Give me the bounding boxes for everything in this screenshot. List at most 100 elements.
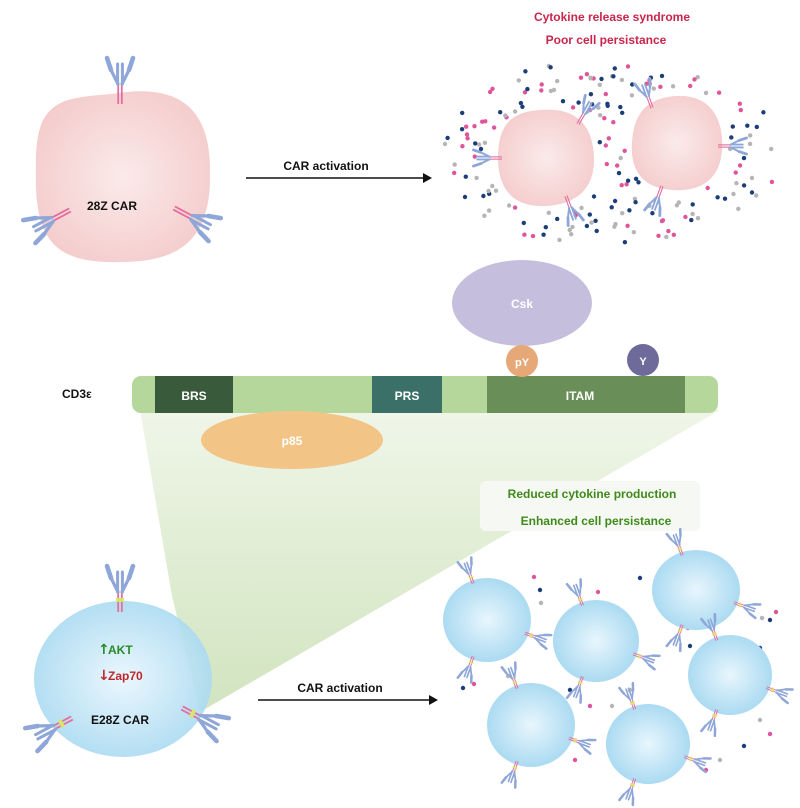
car-receptor-right bbox=[172, 205, 224, 244]
outcome-crs: Cytokine release syndrome bbox=[534, 10, 690, 24]
cytokine-dot bbox=[609, 205, 614, 210]
cytokine-dot bbox=[747, 141, 753, 147]
cytokine-dot bbox=[584, 72, 590, 77]
outcome-reduced-cytokine: Reduced cytokine production bbox=[508, 487, 677, 501]
cytokine-dot bbox=[611, 120, 616, 125]
cytokine-dot bbox=[767, 731, 773, 737]
cytokine-dot bbox=[615, 163, 620, 168]
cytokine-dot bbox=[633, 200, 638, 205]
cytokine-dot bbox=[530, 233, 536, 239]
cytokine-dot bbox=[729, 135, 734, 140]
cytokine-dot bbox=[471, 681, 477, 687]
cytokine-dot bbox=[759, 615, 765, 621]
cytokine-dot bbox=[481, 193, 486, 199]
cytokine-dot bbox=[618, 155, 623, 161]
y-label: Y bbox=[639, 356, 647, 368]
cytokine-dot bbox=[676, 200, 681, 205]
cytokine-dot bbox=[445, 135, 450, 141]
cytokine-dot bbox=[576, 100, 581, 105]
cytokine-dot bbox=[603, 91, 608, 97]
cytokine-dot bbox=[749, 175, 755, 181]
cytokine-dot bbox=[670, 84, 676, 89]
car-receptor-small bbox=[618, 778, 637, 807]
y-circle bbox=[627, 344, 659, 376]
cytokine-dot bbox=[546, 210, 551, 215]
cell-e28z bbox=[34, 601, 212, 757]
cytokine-dot bbox=[737, 163, 743, 168]
arrow-label-top: CAR activation bbox=[283, 159, 368, 173]
cytokine-dot bbox=[463, 174, 468, 179]
brs-label: BRS bbox=[181, 389, 206, 403]
cytokine-dot bbox=[591, 194, 597, 199]
car-receptor-left bbox=[20, 207, 72, 246]
cytokine-dot bbox=[769, 146, 774, 152]
cytokine-dot bbox=[695, 216, 701, 221]
car-receptor-small bbox=[618, 681, 637, 710]
cytokine-dot bbox=[659, 73, 665, 79]
cytokine-dot bbox=[748, 133, 753, 138]
cytokine-dot bbox=[512, 205, 518, 210]
outcome-poor-persistence: Poor cell persistance bbox=[546, 33, 667, 47]
cytokine-dot bbox=[464, 124, 469, 129]
expanded-cell bbox=[553, 600, 639, 682]
py-circle bbox=[506, 345, 538, 377]
cytokine-dot bbox=[512, 109, 518, 114]
cytokine-dot bbox=[717, 757, 723, 763]
cytokine-dot bbox=[599, 76, 604, 82]
cytokine-dot bbox=[572, 757, 578, 763]
cytokine-dot bbox=[452, 162, 457, 167]
expanded-cell bbox=[443, 578, 531, 662]
cytokine-dot bbox=[588, 92, 594, 97]
cytokine-dot bbox=[767, 617, 773, 623]
cytokine-dot bbox=[604, 161, 609, 167]
cytokine-dot bbox=[490, 183, 495, 189]
cytokine-dot bbox=[666, 228, 671, 234]
cytokine-dot bbox=[738, 107, 743, 113]
cytokine-dot bbox=[734, 181, 739, 186]
car-receptor-small bbox=[565, 578, 584, 607]
cell-label-28z: 28Z CAR bbox=[87, 199, 137, 213]
cytokine-dot bbox=[736, 206, 741, 211]
cytokine-dot bbox=[619, 183, 624, 188]
car-receptor-right-e28z bbox=[180, 705, 232, 744]
cytokine-dot bbox=[593, 218, 598, 223]
cytokine-dot bbox=[522, 90, 528, 95]
car-receptor-small bbox=[500, 760, 519, 789]
arrowhead-bottom bbox=[429, 695, 438, 705]
cytokine-dot bbox=[548, 65, 553, 70]
cytokine-dot bbox=[474, 175, 479, 181]
cytokine-dot bbox=[773, 609, 779, 615]
cytokine-dot bbox=[612, 198, 618, 204]
cytokine-dot bbox=[622, 148, 627, 153]
cytokine-dot bbox=[472, 124, 477, 129]
cytokine-dot bbox=[490, 86, 495, 92]
cytokine-dot bbox=[541, 232, 546, 237]
cytokine-dot bbox=[689, 217, 694, 223]
car-receptor-small bbox=[456, 556, 475, 585]
cytokine-dot bbox=[597, 82, 602, 88]
cytokine-dot bbox=[754, 124, 759, 130]
cytokine-dot bbox=[465, 136, 470, 141]
car-receptor-small bbox=[524, 631, 553, 650]
car-receptor-small bbox=[665, 527, 684, 556]
cytokine-dot bbox=[632, 196, 638, 201]
cytokine-dot bbox=[616, 170, 622, 176]
outcome-enhanced-persistence: Enhanced cell persistance bbox=[521, 514, 672, 528]
cytokine-dot bbox=[664, 234, 669, 240]
cytokine-dot bbox=[687, 643, 693, 649]
cytokine-dot bbox=[715, 195, 720, 200]
cytokine-dot bbox=[594, 228, 599, 234]
cytokine-dot bbox=[503, 113, 508, 118]
car-receptor-small bbox=[683, 755, 712, 774]
activated-cell-2 bbox=[631, 95, 723, 191]
cytokine-dot bbox=[692, 77, 697, 82]
cytokine-dot bbox=[612, 66, 617, 71]
car-receptor-small bbox=[456, 655, 475, 684]
car-receptor-small bbox=[565, 675, 584, 704]
cytokine-dot bbox=[630, 82, 635, 87]
cytokine-dot bbox=[531, 574, 537, 580]
activated-cell-1 bbox=[498, 109, 594, 206]
cytokine-dot bbox=[603, 143, 608, 148]
arrowhead-top bbox=[423, 173, 432, 183]
